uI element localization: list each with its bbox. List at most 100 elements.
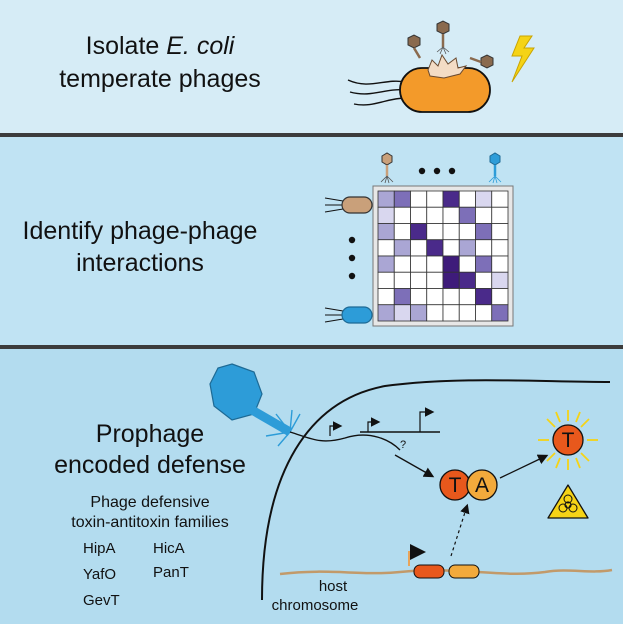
- matrix-cell: [410, 304, 428, 322]
- matrix-cell: [426, 288, 444, 306]
- matrix-cell: [442, 304, 460, 322]
- host-label-line2: chromosome: [271, 597, 359, 614]
- cell-membrane-curve: [261, 379, 611, 601]
- matrix-cell: [393, 304, 411, 322]
- matrix-cell: [393, 288, 411, 306]
- matrix-cell: [491, 288, 509, 306]
- matrix-cell: [393, 190, 411, 208]
- matrix-cell: [377, 223, 395, 241]
- panel3-subtitle-line2: toxin-antitoxin families: [71, 514, 229, 531]
- family-hica: HicA: [153, 540, 185, 557]
- bacterium-flagella: [347, 79, 407, 106]
- matrix-cell: [458, 271, 476, 289]
- matrix-cell: [458, 255, 476, 273]
- interaction-matrix: [377, 190, 509, 322]
- matrix-cell: [458, 288, 476, 306]
- matrix-cell: [442, 239, 460, 257]
- matrix-cell: [426, 206, 444, 224]
- matrix-cell: [393, 271, 411, 289]
- arrow-to-active-toxin: [499, 454, 549, 479]
- matrix-cell: [393, 223, 411, 241]
- matrix-cell: [410, 206, 428, 224]
- matrix-cell: [491, 255, 509, 273]
- matrix-cell: [458, 304, 476, 322]
- phage-brown-3: [469, 54, 494, 69]
- phage-blue-top: [488, 152, 502, 184]
- panel2-title-line1: Identify phage-phage: [22, 217, 258, 245]
- matrix-cell: [426, 271, 444, 289]
- matrix-cell: [458, 190, 476, 208]
- matrix-cell: [442, 255, 460, 273]
- panel3-subtitle-line1: Phage defensive: [90, 494, 210, 511]
- antitoxin-circle: [466, 469, 498, 501]
- matrix-cell: [491, 190, 509, 208]
- bacterium-brown-left: [324, 196, 373, 214]
- phage-brown-1: [407, 34, 422, 59]
- matrix-cell: [475, 255, 493, 273]
- matrix-cell: [458, 239, 476, 257]
- matrix-cell: [442, 288, 460, 306]
- matrix-cell: [442, 223, 460, 241]
- matrix-cell: [491, 271, 509, 289]
- matrix-cell: [410, 239, 428, 257]
- matrix-cell: [475, 223, 493, 241]
- matrix-cell: [475, 239, 493, 257]
- vertical-ellipsis-icon: [348, 236, 356, 280]
- active-toxin-burst: [538, 410, 598, 470]
- family-pant: PanT: [153, 564, 189, 581]
- matrix-cell: [377, 304, 395, 322]
- lysis-burst: [427, 53, 468, 79]
- panel1-title-line2: temperate phages: [59, 65, 261, 93]
- active-toxin-circle: [552, 424, 584, 456]
- biohazard-icon: [547, 484, 589, 519]
- expression-arrow: [450, 503, 470, 557]
- matrix-cell: [393, 239, 411, 257]
- phage-brown-top: [380, 152, 394, 184]
- toxin-gene: [413, 564, 445, 579]
- matrix-cell: [442, 190, 460, 208]
- matrix-cell: [410, 255, 428, 273]
- matrix-cell: [426, 304, 444, 322]
- matrix-cell: [491, 206, 509, 224]
- antitoxin-label: A: [475, 474, 489, 497]
- matrix-cell: [410, 271, 428, 289]
- matrix-cell: [475, 304, 493, 322]
- arrow-to-ta: [394, 454, 435, 478]
- panel-phage-interactions: [0, 135, 623, 347]
- panel3-title-line2: encoded defense: [54, 451, 246, 479]
- matrix-cell: [491, 239, 509, 257]
- horizontal-ellipsis-icon: [418, 167, 456, 175]
- question-mark: ?: [400, 439, 406, 451]
- matrix-cell: [377, 206, 395, 224]
- injected-dna: [289, 431, 401, 451]
- panel1-title-prefix: Isolate: [85, 32, 167, 60]
- matrix-cell: [377, 255, 395, 273]
- panel1-title-italic: E. coli: [166, 32, 235, 60]
- matrix-cell: [377, 271, 395, 289]
- matrix-cell: [377, 190, 395, 208]
- matrix-cell: [410, 288, 428, 306]
- matrix-cell: [475, 190, 493, 208]
- panel1-title-line1: Isolate E. coli: [30, 30, 290, 62]
- matrix-cell: [410, 223, 428, 241]
- family-yafo: YafO: [83, 566, 117, 583]
- bacterium-blue-left: [324, 306, 373, 324]
- matrix-cell: [426, 239, 444, 257]
- matrix-cell: [393, 255, 411, 273]
- matrix-cell: [426, 190, 444, 208]
- host-label-line1: host: [318, 578, 348, 595]
- matrix-cell: [410, 190, 428, 208]
- family-gevt: GevT: [83, 592, 120, 609]
- matrix-cell: [475, 206, 493, 224]
- matrix-cell: [458, 223, 476, 241]
- matrix-cell: [442, 271, 460, 289]
- family-hipa: HipA: [83, 540, 116, 557]
- matrix-cell: [426, 223, 444, 241]
- phage-brown-2: [436, 20, 450, 55]
- panel3-title-line1: Prophage: [95, 420, 205, 448]
- matrix-cell: [458, 206, 476, 224]
- antitoxin-gene: [448, 564, 480, 579]
- matrix-cell: [442, 206, 460, 224]
- panel2-title-line2: interactions: [76, 249, 204, 277]
